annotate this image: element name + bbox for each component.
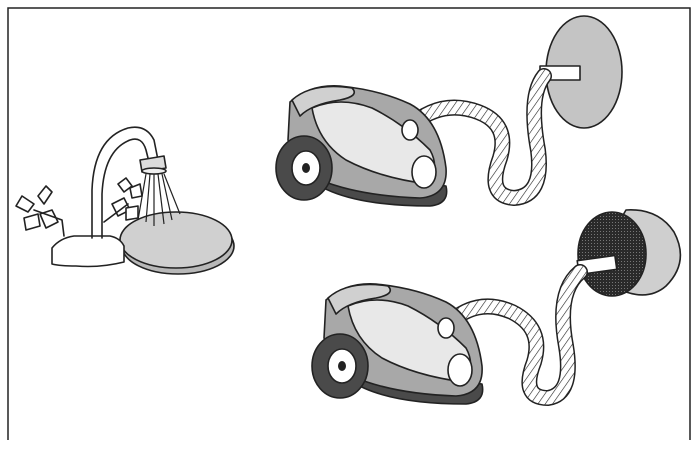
tap-rinsing-filter <box>16 127 234 274</box>
vacuum-cleaning-disc-filter <box>276 16 622 206</box>
filter-disc <box>540 16 622 128</box>
vacuum-cleaning-cylinder-filter <box>312 210 680 404</box>
vacuum-cleaner-icon <box>276 86 447 206</box>
filter-disc-rinsing <box>120 212 234 274</box>
filter-cylinder <box>577 210 680 296</box>
vacuum-cleaner-icon <box>312 284 483 404</box>
